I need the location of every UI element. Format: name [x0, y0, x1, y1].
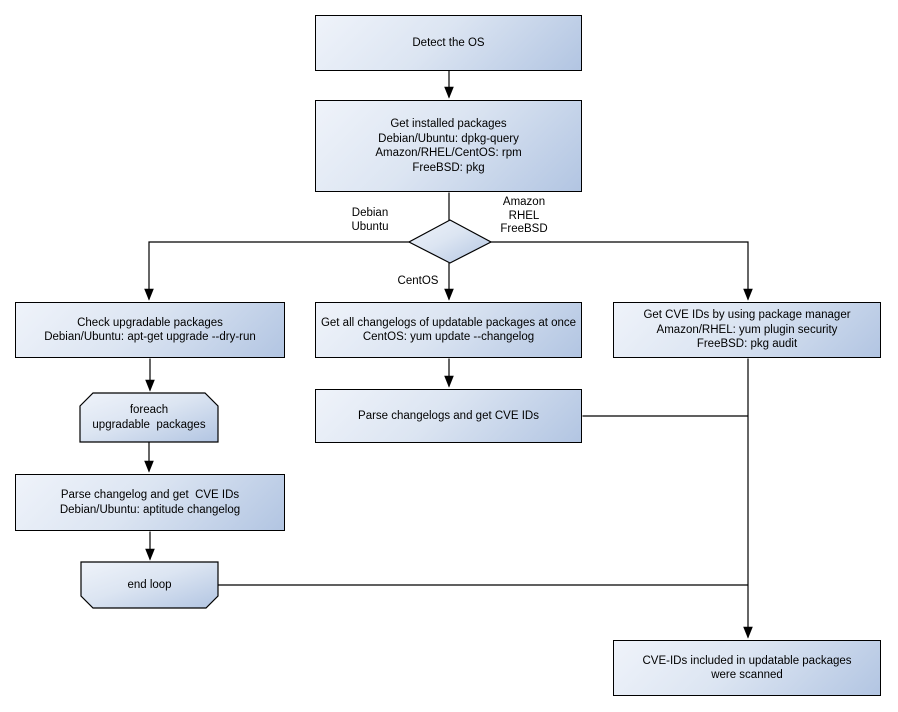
node-text-line: foreach — [129, 404, 169, 416]
os-decision-diamond — [407, 219, 493, 264]
node-text-line: end loop — [127, 578, 172, 591]
node-get-cve-ids-package-manager: Get CVE IDs by using package manager Ama… — [613, 302, 881, 358]
node-text-line: Debian/Ubuntu: apt-get upgrade --dry-run — [44, 331, 256, 343]
edge-label-line: Debian — [351, 207, 389, 219]
node-text-line: Check upgradable packages — [77, 316, 223, 329]
node-text-line: were scanned — [711, 669, 783, 681]
edge-label-line: Amazon — [502, 196, 546, 208]
node-text-line: Parse changelog and get CVE IDs — [60, 489, 240, 501]
node-text-line: Amazon/RHEL: yum plugin security — [656, 323, 838, 336]
edge-label-line: Ubuntu — [351, 220, 389, 233]
foreach-loop-start-shape — [79, 392, 219, 443]
node-text-line: CentOS: yum update --changelog — [362, 331, 535, 343]
edge-label-centos: CentOS — [394, 275, 442, 289]
edge-label-line: FreeBSD — [500, 223, 548, 235]
edge-label-line: CentOS — [397, 275, 439, 287]
edge-decision-to-check-upgradable — [144, 241, 410, 301]
node-text-line: Amazon/RHEL/CentOS: rpm — [375, 147, 522, 159]
node-text-line: Debian/Ubuntu: dpkg-query — [378, 132, 519, 145]
node-foreach-loop-start: foreach upgradable packages — [80, 393, 218, 442]
node-text-line: Get installed packages — [390, 118, 507, 130]
edge-label-line: RHEL — [508, 209, 540, 222]
node-end-loop: end loop — [81, 562, 218, 608]
edge-label-debian-ubuntu: Debian Ubuntu — [343, 207, 397, 234]
node-parse-changelogs-center: Parse changelogs and get CVE IDs — [315, 389, 582, 443]
node-parse-changelog-left: Parse changelog and get CVE IDs Debian/U… — [15, 474, 285, 531]
node-text-line: Parse changelogs and get CVE IDs — [358, 409, 539, 422]
node-text-line: CVE-IDs included in updatable packages — [642, 654, 852, 667]
node-text-line: upgradable packages — [92, 418, 206, 431]
node-text-line: Detect the OS — [412, 36, 485, 49]
node-detect-os: Detect the OS — [315, 15, 582, 71]
node-text-line: FreeBSD: pkg — [412, 161, 485, 174]
node-text-line: Debian/Ubuntu: aptitude changelog — [59, 503, 241, 516]
node-get-installed-packages: Get installed packages Debian/Ubuntu: dp… — [315, 100, 582, 192]
node-text-line: Get all changelogs of updatable packages… — [320, 316, 577, 329]
node-cve-ids-scanned: CVE-IDs included in updatable packages w… — [613, 640, 881, 696]
node-text-line: FreeBSD: pkg audit — [696, 338, 798, 351]
node-get-all-changelogs: Get all changelogs of updatable packages… — [315, 302, 582, 358]
node-check-upgradable-packages: Check upgradable packages Debian/Ubuntu:… — [15, 302, 285, 358]
node-text-line: Get CVE IDs by using package manager — [643, 309, 851, 322]
edge-label-amazon-rhel-freebsd: Amazon RHEL FreeBSD — [494, 196, 554, 237]
end-loop-shape — [80, 561, 219, 609]
edge-decision-to-get-cve-ids — [490, 241, 753, 301]
